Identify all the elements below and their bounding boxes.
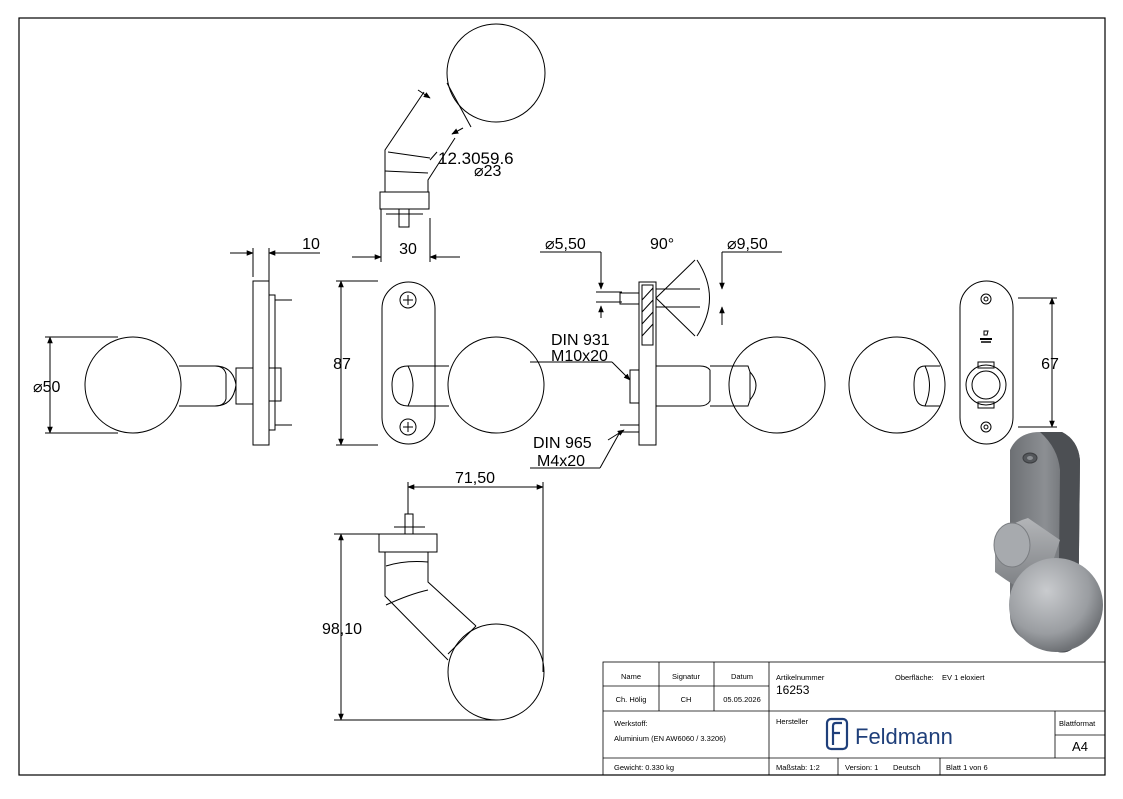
- dim-plate-height: 87: [333, 356, 351, 373]
- tb-date: 05.05.2026: [723, 695, 761, 704]
- tb-surface-label: Oberfläche:: [895, 673, 934, 682]
- tb-sheet: Blatt 1 von 6: [946, 763, 988, 772]
- tb-signature-header: Signatur: [672, 672, 700, 681]
- screw2-size: M4x20: [537, 453, 585, 470]
- dim-countersink-angle: 90°: [650, 236, 674, 253]
- tb-material-value: Aluminium (EN AW6060 / 3.3206): [614, 734, 726, 743]
- tb-name-header: Name: [621, 672, 641, 681]
- tb-name: Ch. Hölig: [616, 695, 647, 704]
- dim-knob-diameter: ⌀50: [33, 379, 61, 396]
- screw2-standard: DIN 965: [533, 435, 592, 452]
- tb-weight: Gewicht: 0.330 kg: [614, 763, 674, 772]
- tb-surface-value: EV 1 eloxiert: [942, 673, 985, 682]
- dim-hole-spacing: 67: [1041, 356, 1059, 373]
- title-block: [602, 661, 1106, 776]
- screw1-standard: DIN 931: [551, 332, 610, 349]
- dim-top-value: 12.3059.6: [438, 149, 514, 168]
- tb-signature: CH: [681, 695, 692, 704]
- back-view: [848, 280, 1057, 445]
- tb-version: Version: 1: [845, 763, 878, 772]
- tb-material-label: Werkstoff:: [614, 719, 647, 728]
- front-view: [336, 280, 545, 446]
- top-view: [352, 23, 546, 262]
- product-render-3d: [993, 432, 1103, 653]
- dim-bottom-height: 98,10: [322, 621, 362, 638]
- dim-hole-small: ⌀5,50: [545, 236, 586, 253]
- section-view: [530, 251, 826, 469]
- tb-sheet-format: A4: [1072, 739, 1088, 754]
- screw1-size: M10x20: [551, 348, 608, 365]
- tb-date-header: Datum: [731, 672, 753, 681]
- tb-scale: Maßstab: 1:2: [776, 763, 820, 772]
- tb-language: Deutsch: [893, 763, 921, 772]
- feldmann-logo: Feldmann: [825, 717, 953, 751]
- left-side-view: [45, 248, 320, 446]
- sheet-border: [18, 17, 1106, 776]
- dim-hole-large: ⌀9,50: [727, 236, 768, 253]
- dim-bottom-width: 71,50: [455, 470, 495, 487]
- brand-name: Feldmann: [855, 724, 953, 749]
- tb-manufacturer-label: Hersteller: [776, 717, 809, 726]
- dim-top-width: 30: [399, 241, 417, 258]
- tb-sheet-format-label: Blattformat: [1059, 719, 1096, 728]
- bottom-view: [334, 482, 545, 721]
- tb-article-label: Artikelnummer: [776, 673, 825, 682]
- dim-plate-thickness: 10: [302, 236, 320, 253]
- dim-top-diameter: ⌀23: [474, 163, 502, 180]
- tb-article-number: 16253: [776, 683, 810, 697]
